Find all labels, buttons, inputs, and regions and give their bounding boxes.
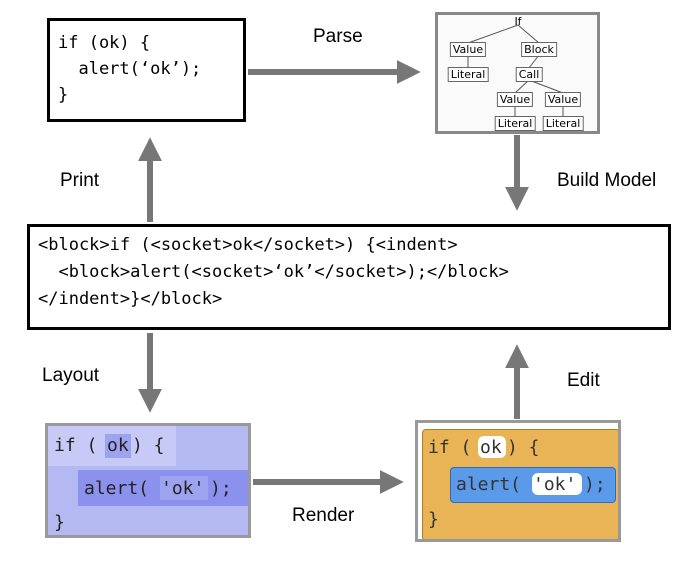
source-line-1: if (ok) { <box>58 33 151 53</box>
layout-if-socket-text: ok <box>107 435 129 456</box>
tree-node-call: Call <box>515 67 543 82</box>
tree-node-call-literal-1: Literal <box>494 116 536 131</box>
render-label: Render <box>292 505 355 526</box>
markup-line-1: <block>if (<socket>ok</socket>) {<indent… <box>38 235 458 255</box>
layout-end-brace: } <box>54 512 65 533</box>
rendered-blocks-box: if ( ok ) { alert( 'ok' ); } <box>415 420 621 542</box>
layout-alert-socket <box>160 476 208 500</box>
layout-label: Layout <box>42 365 100 386</box>
parse-label: Parse <box>313 26 363 47</box>
render-alert-text: alert( <box>456 474 522 495</box>
tree-node-block: Block <box>521 42 557 57</box>
render-alert-socket[interactable] <box>532 473 582 495</box>
tree-node-call-value-1: Value <box>496 92 534 107</box>
markup-line-3: </indent>}</block> <box>38 289 223 309</box>
syntax-tree-box: If Value Block Literal Call Value Value … <box>435 12 600 134</box>
render-if-socket[interactable] <box>478 436 506 458</box>
render-if-close: ) { <box>507 437 540 458</box>
source-line-3: } <box>58 85 69 105</box>
layout-view-box: if ( ok ) { alert( 'ok' ); } <box>45 423 251 538</box>
tree-node-call-value-2: Value <box>544 92 582 107</box>
source-code-box: if (ok) { alert(‘ok’); } <box>47 18 246 122</box>
layout-alert-socket-text: 'ok' <box>161 478 205 499</box>
render-alert-socket-text: 'ok' <box>533 474 577 495</box>
print-label: Print <box>60 170 100 191</box>
block-markup-box: <block>if (<socket>ok</socket>) {<indent… <box>27 224 671 330</box>
layout-alert-close: ); <box>210 478 232 499</box>
source-line-2: alert(‘ok’); <box>58 59 202 79</box>
edit-label: Edit <box>567 370 600 391</box>
tree-node-call-literal-2: Literal <box>542 116 584 131</box>
render-alert-close: ); <box>584 474 606 495</box>
layout-if-socket <box>105 434 131 458</box>
render-end-brace: } <box>428 509 439 530</box>
markup-line-2: <block>alert(<socket>‘ok’</socket>);</bl… <box>38 262 509 282</box>
tree-node-value: Value <box>449 42 487 57</box>
tree-edges <box>467 24 564 117</box>
render-if-text: if ( <box>428 437 472 458</box>
render-if-socket-text: ok <box>480 437 502 458</box>
build-model-label: Build Model <box>557 170 657 191</box>
layout-alert-text: alert( <box>84 478 150 499</box>
tree-node-if: If <box>514 15 522 28</box>
tree-node-literal: Literal <box>447 67 489 82</box>
layout-if-close: ) { <box>132 435 165 456</box>
layout-if-text: if ( <box>54 435 98 456</box>
